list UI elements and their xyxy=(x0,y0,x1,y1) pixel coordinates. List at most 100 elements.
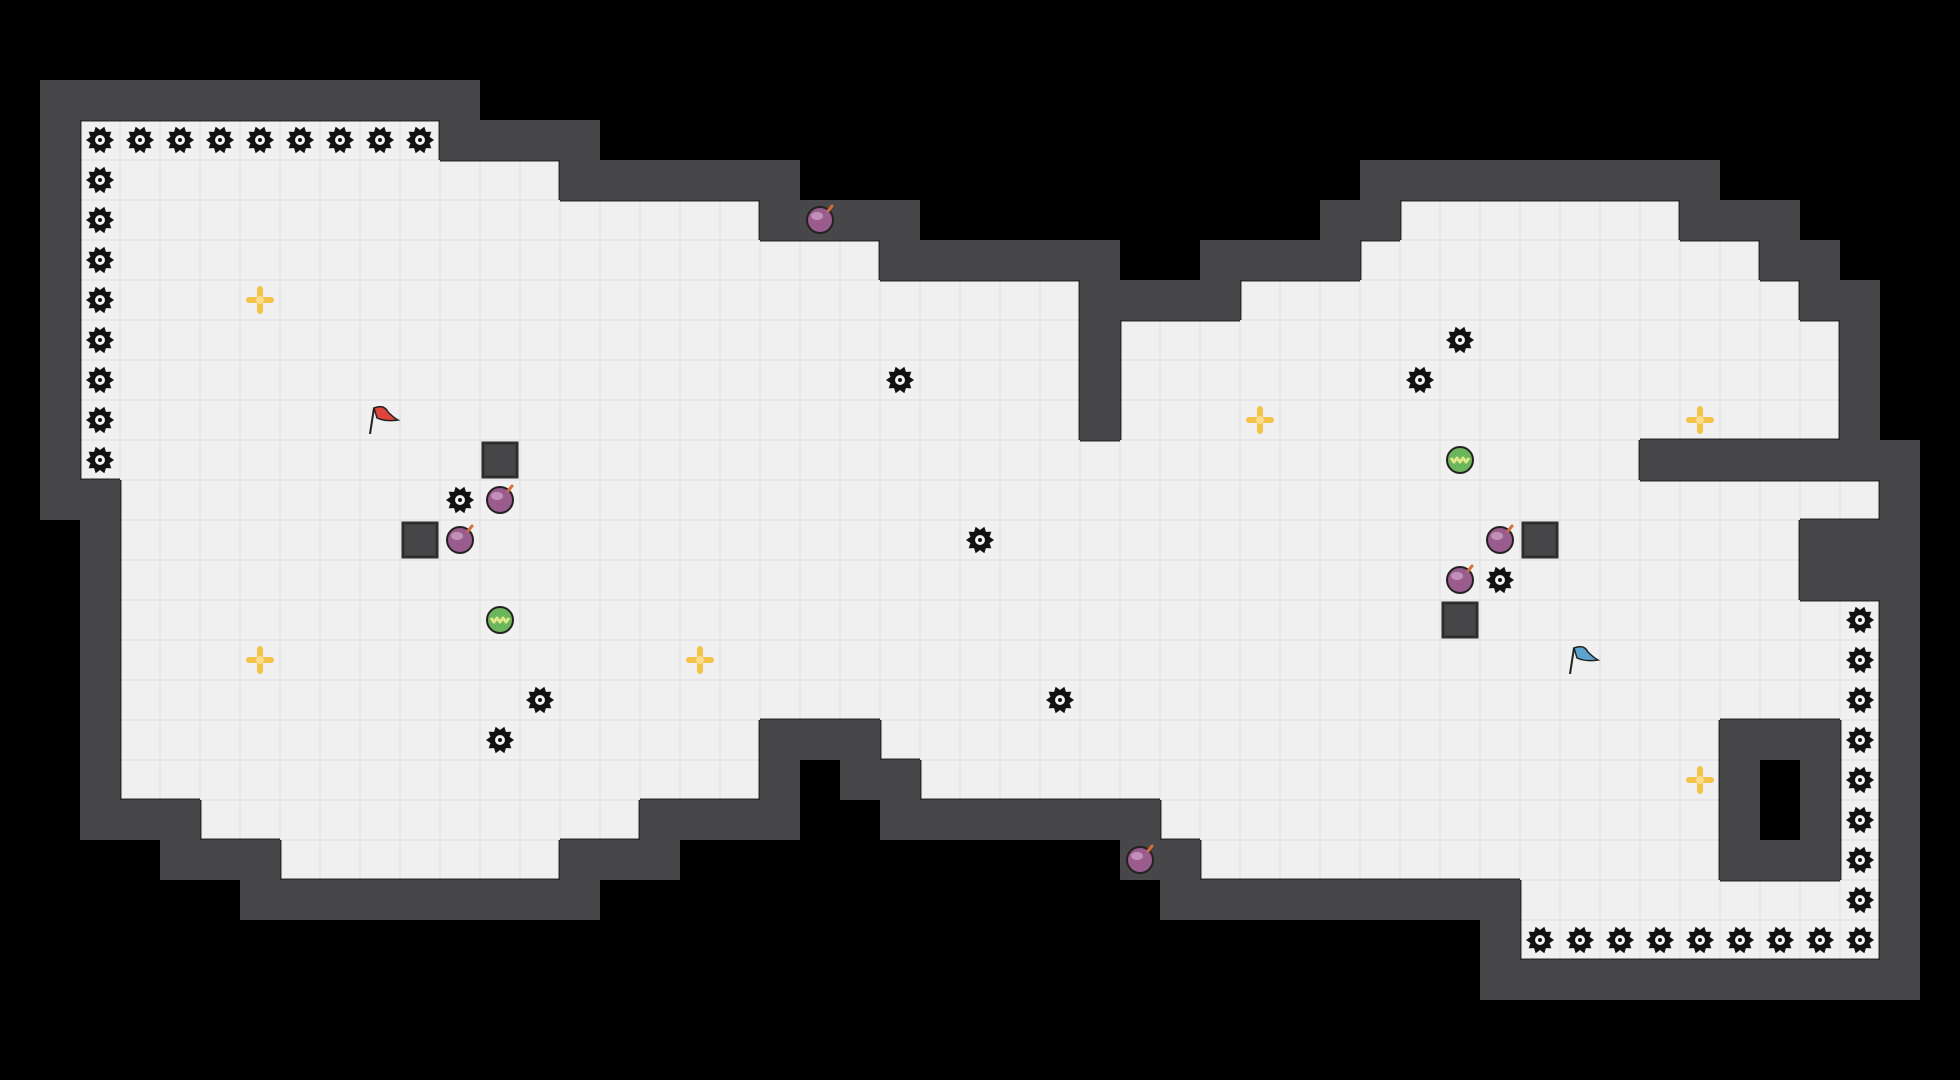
floor-tile xyxy=(1359,799,1401,841)
floor-tile xyxy=(519,359,561,401)
wall-tile xyxy=(1480,880,1520,920)
floor-tile xyxy=(559,759,601,801)
wall-tile xyxy=(1800,840,1840,880)
floor-tile xyxy=(679,279,721,321)
floor-tile xyxy=(319,199,361,241)
floor-tile xyxy=(359,439,401,481)
floor-tile xyxy=(759,439,801,481)
floor-tile xyxy=(599,279,641,321)
wall-tile xyxy=(80,640,120,680)
wall-tile xyxy=(1600,960,1640,1000)
floor-tile xyxy=(1639,399,1681,441)
floor-tile xyxy=(959,719,1001,761)
floor-tile xyxy=(1519,759,1561,801)
floor-tile xyxy=(1399,759,1441,801)
red-flag-icon[interactable] xyxy=(369,405,401,435)
wall-tile xyxy=(1840,360,1880,400)
wall-tile xyxy=(1880,560,1920,600)
floor-tile xyxy=(1399,519,1441,561)
floor-tile xyxy=(159,719,201,761)
floor-tile xyxy=(1519,599,1561,641)
wall-tile xyxy=(1760,200,1800,240)
wall-tile xyxy=(1080,320,1120,360)
floor-tile xyxy=(199,679,241,721)
floor-tile xyxy=(519,439,561,481)
floor-tile xyxy=(319,359,361,401)
floor-tile xyxy=(799,639,841,681)
floor-tile xyxy=(1799,879,1841,921)
wall-tile xyxy=(1160,880,1200,920)
floor-tile xyxy=(1239,359,1281,401)
wall-tile xyxy=(1440,880,1480,920)
sawblade-icon xyxy=(326,126,354,154)
floor-tile xyxy=(919,519,961,561)
floor-tile xyxy=(839,279,881,321)
wall-tile xyxy=(1880,640,1920,680)
floor-tile xyxy=(399,199,441,241)
floor-tile xyxy=(1559,439,1601,481)
wall-tile xyxy=(440,80,480,120)
floor-tile xyxy=(1439,679,1481,721)
floor-tile xyxy=(1359,759,1401,801)
floor-tile xyxy=(1759,359,1801,401)
floor-tile xyxy=(959,759,1001,801)
floor-tile xyxy=(799,679,841,721)
floor-tile xyxy=(199,199,241,241)
wall-tile xyxy=(1760,440,1800,480)
floor-tile xyxy=(1039,359,1081,401)
floor-tile xyxy=(919,479,961,521)
floor-tile xyxy=(1479,319,1521,361)
floor-tile xyxy=(199,159,241,201)
wall-tile xyxy=(240,880,280,920)
floor-tile xyxy=(359,799,401,841)
wall-tile xyxy=(880,240,920,280)
wall-tile xyxy=(1800,960,1840,1000)
floor-tile xyxy=(1079,479,1121,521)
floor-tile xyxy=(479,679,521,721)
floor-tile xyxy=(1359,439,1401,481)
floor-tile xyxy=(1519,399,1561,441)
floor-tile xyxy=(279,319,321,361)
blue-flag-icon[interactable] xyxy=(1569,645,1601,675)
wall-tile xyxy=(960,240,1000,280)
floor-tile xyxy=(759,559,801,601)
wall-tile xyxy=(200,80,240,120)
floor-tile xyxy=(1239,639,1281,681)
floor-tile xyxy=(999,599,1041,641)
floor-tile xyxy=(1439,399,1481,441)
wall-tile xyxy=(120,80,160,120)
floor-tile xyxy=(639,359,681,401)
floor-tile xyxy=(1479,639,1521,681)
floor-tile xyxy=(1079,559,1121,601)
floor-tile xyxy=(1679,519,1721,561)
sawblade-icon xyxy=(1046,686,1074,714)
floor-tile xyxy=(599,479,641,521)
sawblade-icon xyxy=(1846,646,1874,674)
floor-tile xyxy=(1279,639,1321,681)
floor-tile xyxy=(1799,399,1841,441)
floor-tile xyxy=(1559,719,1601,761)
floor-tile xyxy=(1759,519,1801,561)
wall-tile xyxy=(1120,280,1160,320)
floor-tile xyxy=(159,759,201,801)
floor-tile xyxy=(1159,679,1201,721)
wall-block-icon xyxy=(481,441,519,479)
floor-tile xyxy=(1079,759,1121,801)
floor-tile xyxy=(559,439,601,481)
floor-tile xyxy=(679,439,721,481)
floor-tile xyxy=(1239,799,1281,841)
floor-tile xyxy=(319,559,361,601)
floor-tile xyxy=(1479,799,1521,841)
floor-tile xyxy=(519,639,561,681)
floor-tile xyxy=(719,639,761,681)
floor-tile xyxy=(1399,319,1441,361)
floor-tile xyxy=(1119,719,1161,761)
wall-tile xyxy=(1840,960,1880,1000)
floor-tile xyxy=(1439,839,1481,881)
floor-tile xyxy=(1279,599,1321,641)
floor-tile xyxy=(1159,319,1201,361)
floor-tile xyxy=(879,479,921,521)
wall-tile xyxy=(1880,680,1920,720)
floor-tile xyxy=(519,279,561,321)
floor-tile xyxy=(239,559,281,601)
